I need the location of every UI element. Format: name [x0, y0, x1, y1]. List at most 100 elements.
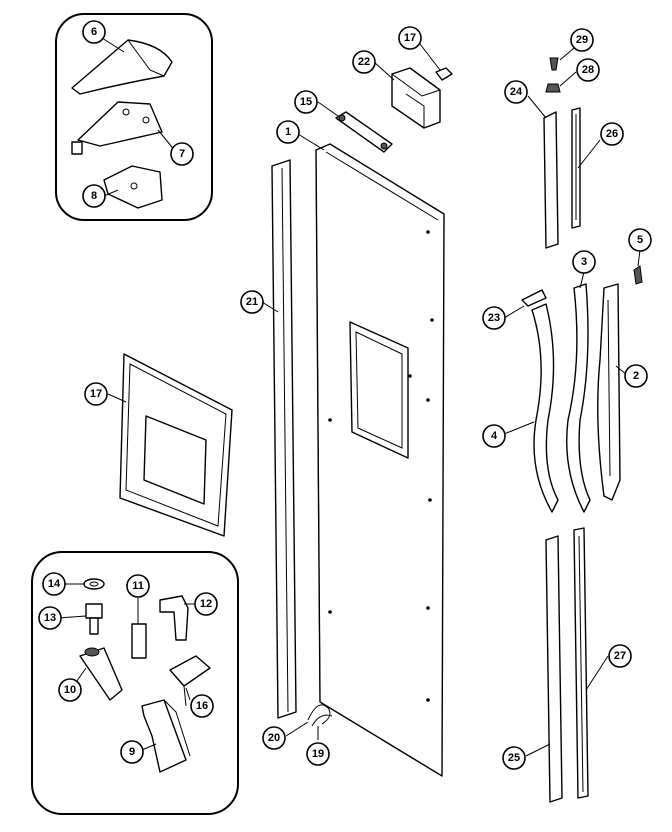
top-hinge-block-edge [391, 73, 441, 97]
callout-label: 12 [200, 598, 212, 610]
callout-label: 20 [268, 732, 280, 744]
callout-label: 19 [312, 748, 324, 760]
callout-label: 7 [179, 148, 185, 160]
leader-25 [525, 743, 551, 757]
leader-17 [419, 43, 441, 71]
door-dispenser-cutout-inner [355, 331, 403, 449]
callout-13: 13 [38, 606, 62, 630]
door-screw [428, 498, 432, 502]
leader-21 [261, 301, 279, 313]
handle-2-line [607, 299, 611, 477]
top-hinge-block-slot [405, 93, 425, 128]
leader-29 [559, 47, 575, 61]
callout-label: 24 [510, 86, 523, 98]
handle-4 [531, 303, 559, 513]
inset-frame-bottom [31, 551, 239, 815]
callout-2: 2 [624, 364, 648, 388]
hinge-cover-part [71, 39, 173, 95]
hinge-pin [71, 141, 83, 155]
callout-label: 16 [196, 700, 208, 712]
callout-label: 11 [132, 580, 144, 592]
callout-19: 19 [306, 742, 330, 766]
door-screw [328, 610, 332, 614]
callout-15: 15 [294, 90, 318, 114]
door-stop-screw [338, 114, 346, 122]
handle-3 [566, 283, 591, 513]
leader-16 [185, 687, 191, 701]
leader-18a [107, 393, 127, 403]
callout-label: 4 [491, 430, 498, 442]
callout-label: 21 [246, 296, 258, 308]
callout-28: 28 [576, 58, 600, 82]
trim-strip-27-line [578, 535, 584, 793]
door-stop-part [335, 111, 393, 153]
top-clip-part [435, 67, 453, 81]
door-screw [426, 230, 430, 234]
callout-20: 20 [262, 726, 286, 750]
callout-label: 3 [581, 256, 587, 268]
leader-20 [285, 721, 309, 737]
callout-10: 10 [58, 678, 82, 702]
callout-26: 26 [600, 122, 624, 146]
callout-label: 22 [358, 56, 370, 68]
door-bottom-fittings [307, 704, 333, 727]
door-handles [521, 265, 643, 513]
door-stop-screw [380, 142, 388, 150]
door-panel [315, 143, 445, 777]
callout-17: 17 [398, 26, 422, 50]
gasket-strip [271, 159, 297, 719]
gasket-strip-line [281, 167, 289, 713]
callout-label: 14 [48, 578, 61, 590]
callout-label: 1 [285, 126, 291, 138]
callout-14: 14 [42, 572, 66, 596]
screw-5 [633, 265, 643, 285]
hinge-inset-bottom [31, 551, 239, 815]
trim-strip-24 [543, 111, 559, 249]
callout-1: 1 [276, 120, 300, 144]
door-stop [335, 111, 393, 153]
bottom-trim-strips [545, 527, 589, 803]
hinge-base-part [103, 165, 163, 209]
callout-16: 16 [190, 694, 214, 718]
door-screw [328, 418, 332, 422]
door-screw [430, 318, 434, 322]
screw-29 [549, 57, 559, 71]
callout-8: 8 [82, 184, 106, 208]
door-wire-2 [311, 714, 333, 727]
callouts: 6 7 8 14 13 11 12 10 16 9 17 21 1 15 22 … [38, 20, 652, 770]
clip-tab [183, 685, 187, 707]
callout-label: 25 [508, 752, 520, 764]
leader-22 [373, 61, 395, 81]
callout-label: 28 [582, 64, 594, 76]
callout-label: 26 [606, 128, 618, 140]
leader-24 [527, 95, 547, 119]
leader-15 [317, 101, 339, 117]
callout-label: 2 [633, 370, 639, 382]
door-screw [426, 698, 430, 702]
lower-hinge-pin [84, 647, 100, 657]
leader-6 [101, 37, 125, 53]
bushing-part [85, 603, 103, 619]
hinge-plate-part [77, 101, 163, 147]
dispenser-panel-inner-edge [125, 363, 227, 527]
dispenser-panel [119, 353, 233, 537]
callout-23: 23 [482, 306, 506, 330]
top-trim-strips [543, 57, 581, 249]
washer-part [83, 578, 105, 590]
callout-25: 25 [502, 746, 526, 770]
door-panel-edge [315, 149, 321, 703]
callout-29: 29 [570, 28, 594, 52]
callout-9: 9 [120, 740, 144, 764]
callout-6: 6 [82, 20, 106, 44]
callout-label: 17 [404, 32, 416, 44]
callout-label: 10 [64, 684, 76, 696]
hinge-block-part [141, 699, 187, 773]
top-hinge-block [391, 67, 453, 129]
hinge-block-edge [163, 699, 191, 757]
clip-part [169, 655, 211, 687]
door-panel-face [315, 143, 445, 777]
top-hinge-block-part [391, 67, 441, 129]
callout-7: 7 [170, 142, 194, 166]
leader-26 [577, 139, 601, 169]
